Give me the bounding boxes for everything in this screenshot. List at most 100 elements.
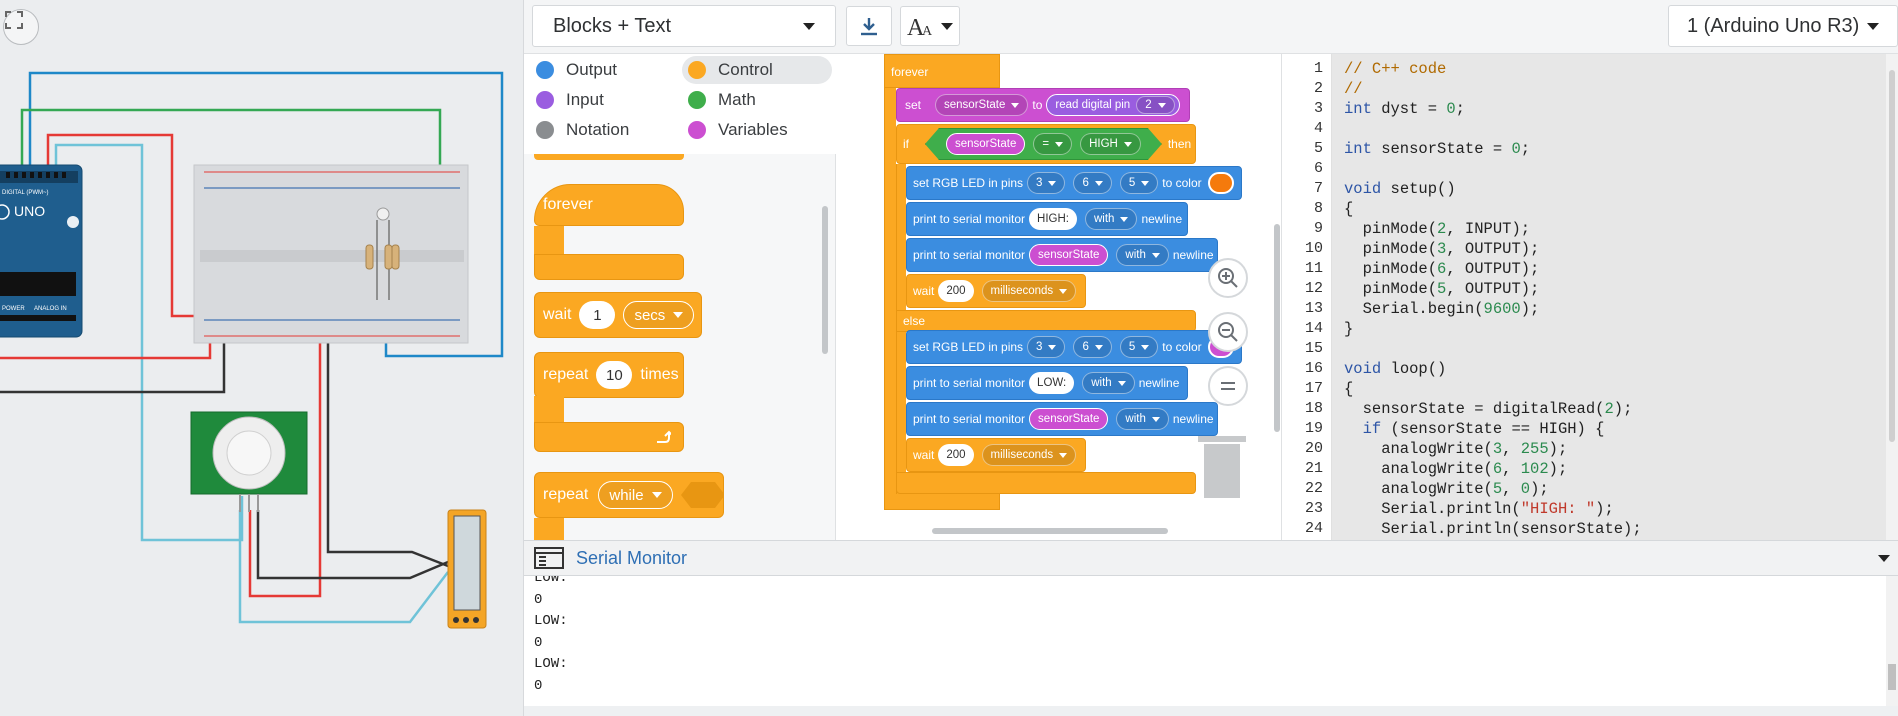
block-label: forever — [543, 196, 593, 213]
category-control[interactable]: Control — [682, 56, 832, 84]
wire-black-2 — [326, 325, 449, 568]
zoom-out-button[interactable] — [1208, 312, 1248, 352]
svg-text:A: A — [907, 15, 925, 39]
pin-dropdown[interactable]: 6 — [1073, 336, 1112, 358]
pin-value: 6 — [1082, 341, 1089, 353]
set-rgb-led-block-then[interactable]: set RGB LED in pins 3 6 5 to color — [906, 166, 1242, 200]
palette-repeat-foot — [534, 422, 684, 452]
serial-scrollbar[interactable] — [1886, 576, 1898, 706]
serial-monitor-header[interactable]: Serial Monitor — [524, 540, 1898, 576]
download-button[interactable] — [846, 6, 892, 46]
palette-repeat-while-block[interactable]: repeat while — [534, 472, 724, 518]
variables-category-icon — [688, 121, 706, 139]
compare-block[interactable]: sensorState = HIGH — [925, 128, 1162, 160]
category-math[interactable]: Math — [682, 86, 832, 114]
print-serial-block-else-2[interactable]: print to serial monitor sensorState with… — [906, 402, 1218, 436]
wait-unit-dropdown[interactable]: milliseconds — [981, 280, 1077, 302]
scrollbar-thumb[interactable] — [1889, 70, 1895, 442]
pin-dropdown[interactable]: 6 — [1073, 172, 1112, 194]
palette-repeat-block[interactable]: repeat 10 times — [534, 352, 684, 398]
if-block[interactable]: if sensorState = HIGH then — [896, 124, 1196, 164]
color-picker[interactable] — [1207, 172, 1234, 194]
compare-variable[interactable]: sensorState — [946, 133, 1025, 155]
zoom-in-button[interactable] — [1208, 258, 1248, 298]
block-label: to color — [1162, 340, 1202, 354]
wait-value[interactable]: 200 — [938, 280, 974, 302]
palette-forever-block[interactable]: forever — [534, 184, 684, 226]
repeat-value[interactable]: 10 — [596, 361, 633, 389]
print-text-input[interactable]: LOW: — [1029, 372, 1075, 394]
pin-dropdown[interactable]: 2 — [1136, 96, 1175, 114]
chevron-down-icon — [1120, 216, 1129, 222]
editor-mode-select[interactable]: Blocks + Text — [532, 5, 836, 47]
wait-block-then[interactable]: wait 200 milliseconds — [906, 274, 1086, 308]
print-serial-block-else-1[interactable]: print to serial monitor LOW: with newlin… — [906, 366, 1188, 400]
print-text-input[interactable]: HIGH: — [1029, 208, 1077, 230]
zoom-reset-button[interactable] — [1208, 366, 1248, 406]
set-rgb-led-block-else[interactable]: set RGB LED in pins 3 6 5 to color — [906, 330, 1242, 364]
operator-dropdown[interactable]: = — [1033, 133, 1072, 155]
workspace-vertical-scrollbar[interactable] — [1274, 224, 1280, 432]
line-number: 16 — [1304, 360, 1323, 377]
fit-view-button[interactable] — [3, 9, 39, 45]
code-line: analogWrite(3, 255); — [1344, 440, 1568, 458]
with-dropdown[interactable]: with — [1116, 244, 1169, 266]
pin-dropdown[interactable]: 5 — [1119, 172, 1159, 194]
line-number: 6 — [1313, 160, 1323, 177]
code-scrollbar[interactable] — [1886, 54, 1898, 540]
block-label: else — [903, 314, 926, 328]
category-variables[interactable]: Variables — [682, 116, 832, 144]
repeat-mode-dropdown[interactable]: while — [598, 481, 673, 509]
line-number: 14 — [1304, 320, 1323, 337]
code-line: pinMode(2, INPUT); — [1344, 220, 1531, 238]
pin-dropdown[interactable]: 3 — [1027, 336, 1066, 358]
wire-lightblue — [54, 143, 244, 542]
collapse-chevron-icon[interactable] — [1878, 555, 1890, 562]
control-category-icon — [688, 61, 706, 79]
trash-icon[interactable] — [1196, 434, 1248, 504]
chevron-down-icon — [1867, 22, 1879, 30]
print-variable[interactable]: sensorState — [1029, 408, 1109, 430]
set-variable-dropdown[interactable]: sensorState — [935, 94, 1029, 116]
line-number: 17 — [1304, 380, 1323, 397]
category-output[interactable]: Output — [530, 56, 676, 84]
print-serial-block-then-1[interactable]: print to serial monitor HIGH: with newli… — [906, 202, 1188, 236]
wait-value[interactable]: 200 — [938, 444, 974, 466]
scrollbar-thumb[interactable] — [1888, 664, 1896, 690]
line-number: 18 — [1304, 400, 1323, 417]
print-serial-block-then-2[interactable]: print to serial monitor sensorState with… — [906, 238, 1218, 272]
pin-value: 6 — [1082, 177, 1089, 189]
palette-scrollbar[interactable] — [822, 206, 828, 354]
palette-wait-block[interactable]: wait 1 secs — [534, 292, 702, 338]
line-number: 13 — [1304, 300, 1323, 317]
with-dropdown[interactable]: with — [1082, 372, 1135, 394]
wait-value[interactable]: 1 — [579, 301, 616, 329]
pin-value: 3 — [1036, 341, 1043, 353]
value-dropdown[interactable]: HIGH — [1080, 133, 1141, 155]
wait-unit-dropdown[interactable]: milliseconds — [981, 444, 1077, 466]
pin-dropdown[interactable]: 5 — [1119, 336, 1159, 358]
category-notation[interactable]: Notation — [530, 116, 676, 144]
wait-unit-label: secs — [634, 306, 666, 324]
block-workspace[interactable]: forever set sensorState to read digital … — [836, 54, 1282, 540]
category-input[interactable]: Input — [530, 86, 676, 114]
serial-line: 0 — [534, 635, 543, 651]
chevron-down-icon — [941, 22, 953, 30]
pin-dropdown[interactable]: 3 — [1027, 172, 1066, 194]
wait-block-else[interactable]: wait 200 milliseconds — [906, 438, 1086, 472]
wait-unit-dropdown[interactable]: secs — [623, 301, 695, 329]
palette-forever-foot — [534, 254, 684, 280]
circuit-canvas[interactable]: DIGITAL (PWM~) UNO POWER ANALOG IN — [0, 0, 524, 716]
device-select[interactable]: 1 (Arduino Uno R3) — [1668, 5, 1898, 47]
resistors — [365, 244, 400, 270]
with-dropdown[interactable]: with — [1116, 408, 1169, 430]
code-text-panel[interactable]: 1 2 3 4 5 6 7 8 9 10 11 12 13 14 15 16 1… — [1282, 54, 1898, 540]
serial-monitor-output[interactable]: LOW: 0 LOW: 0 LOW: 0 — [524, 576, 1898, 706]
font-size-button[interactable]: A A — [900, 6, 960, 46]
workspace-horizontal-scrollbar[interactable] — [932, 528, 1168, 534]
with-dropdown[interactable]: with — [1085, 208, 1138, 230]
print-variable[interactable]: sensorState — [1029, 244, 1109, 266]
forever-block[interactable]: forever — [884, 54, 1000, 88]
